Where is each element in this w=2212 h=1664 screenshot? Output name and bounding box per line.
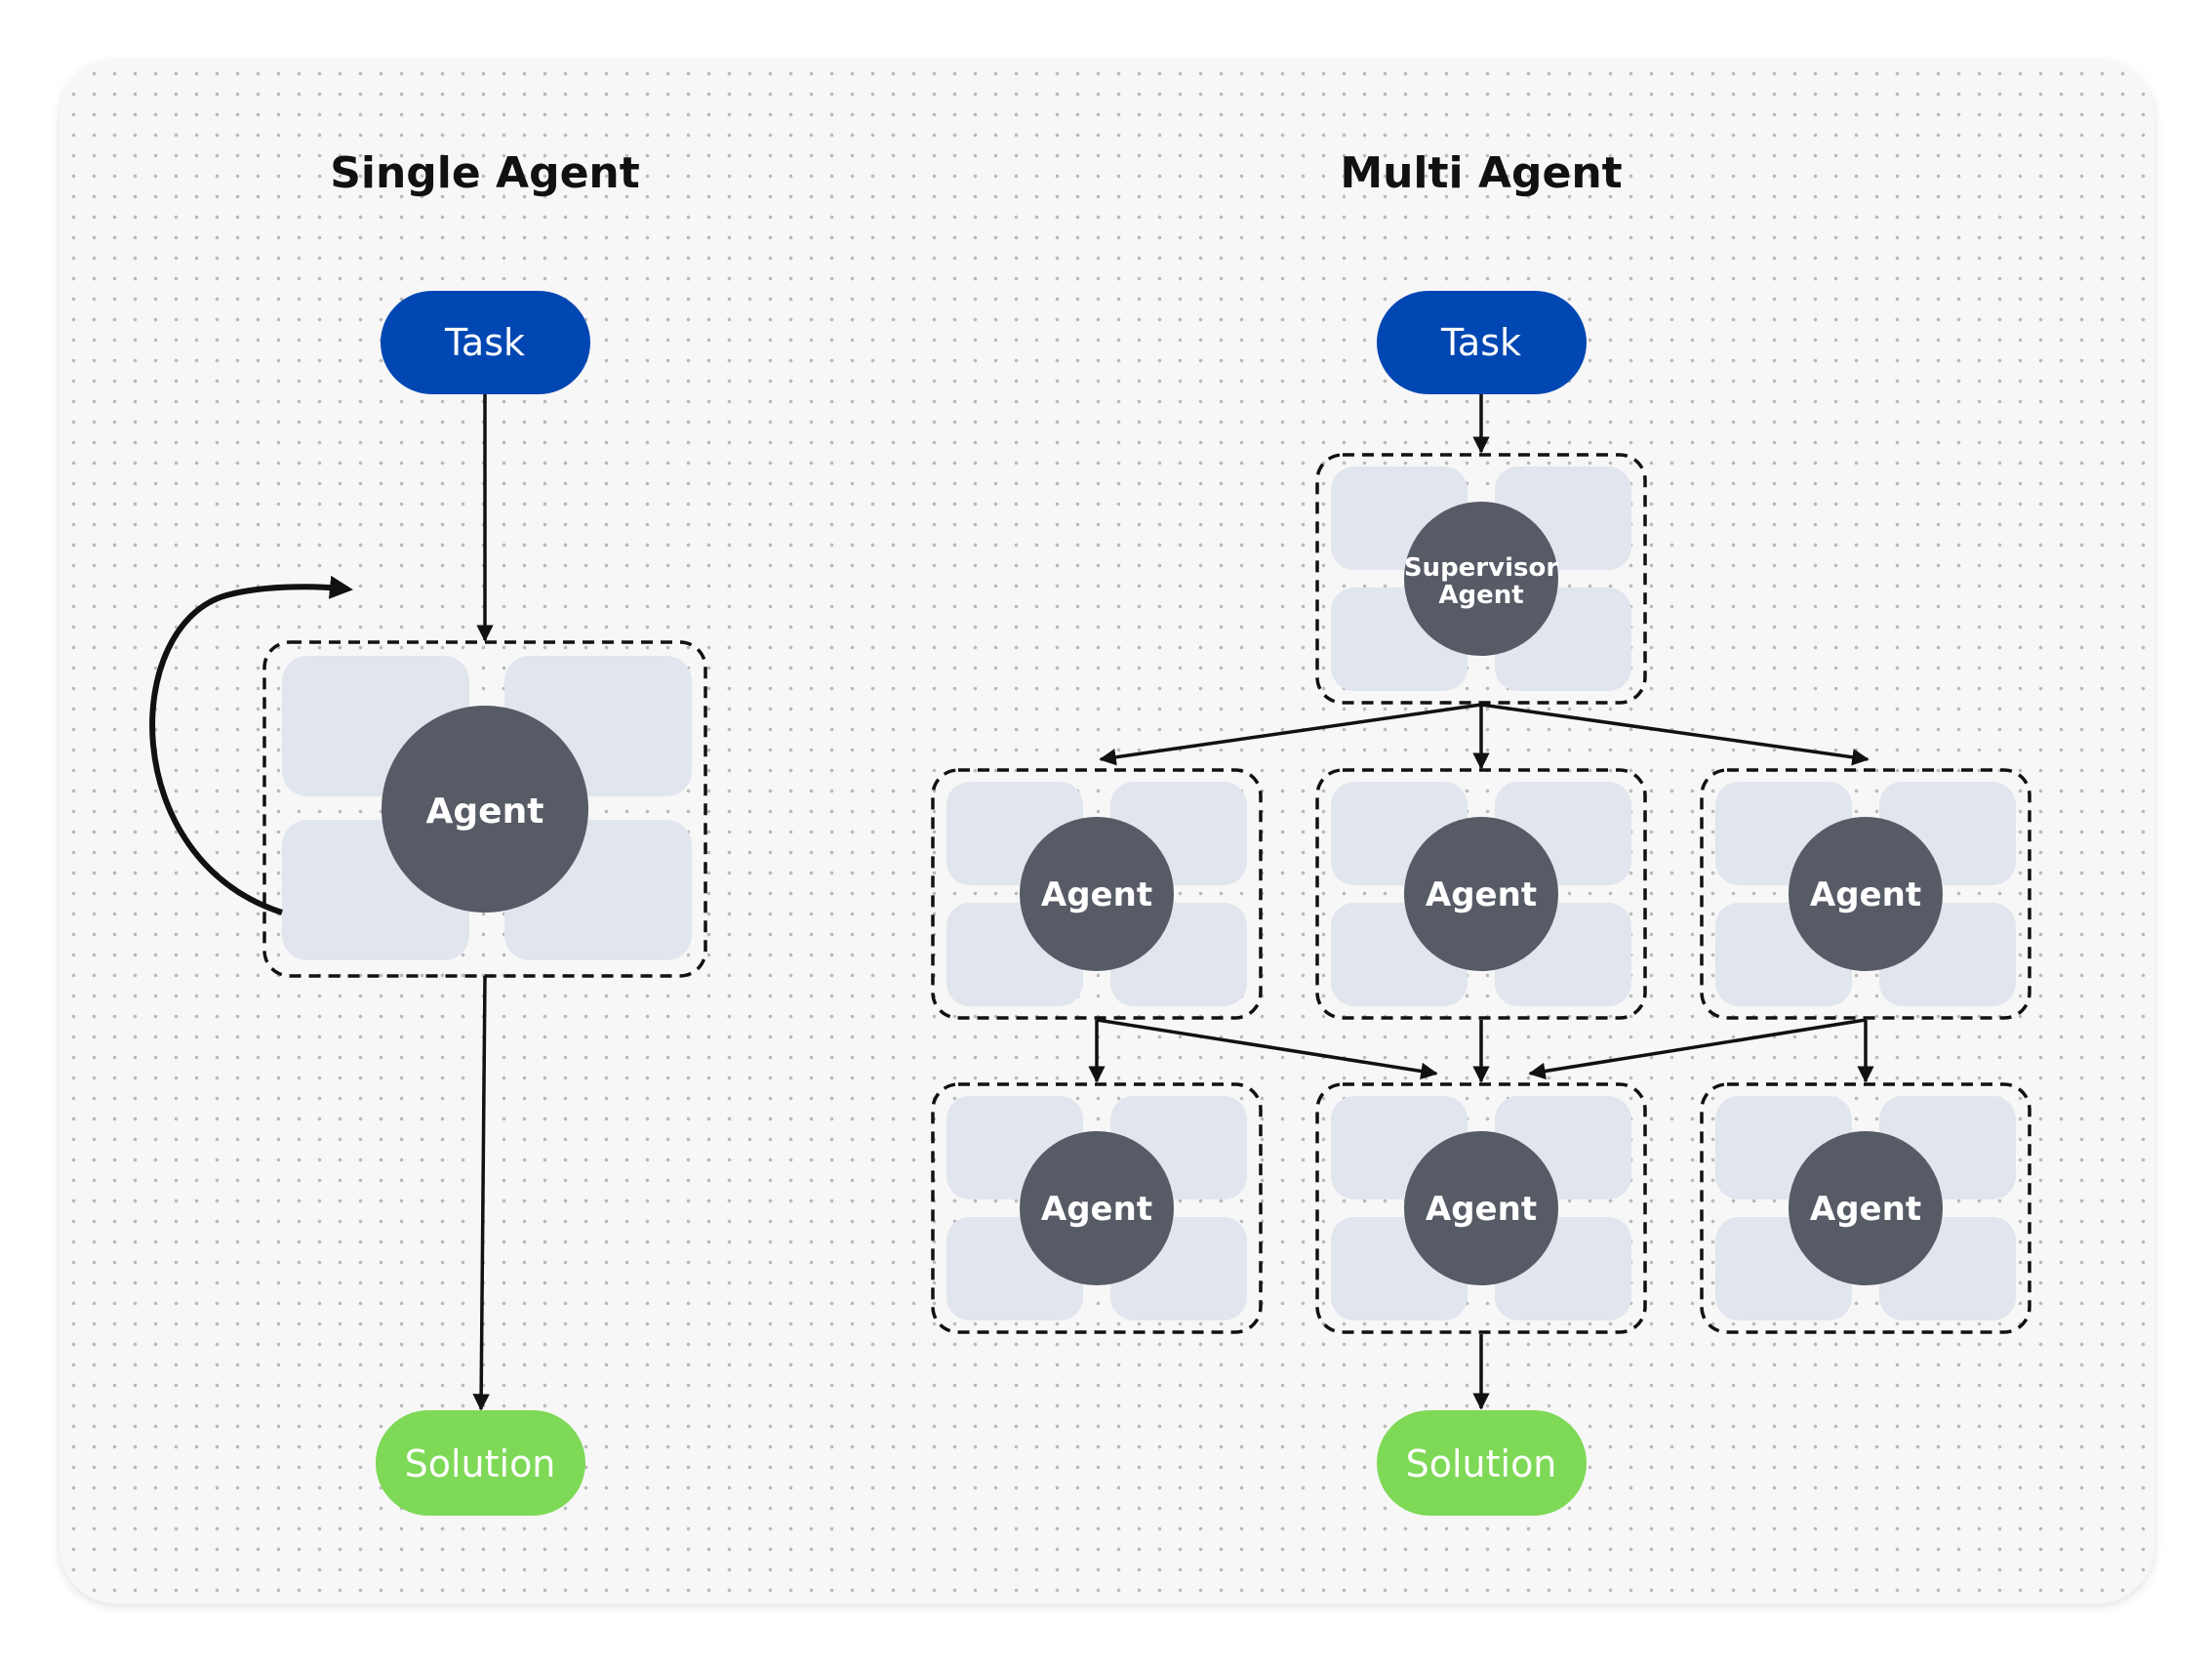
agent-block-r2-2: Agent bbox=[1315, 1082, 1647, 1334]
agent-label-r1-1: Agent bbox=[1041, 875, 1152, 914]
loop-arrow bbox=[149, 575, 353, 915]
multi-task-node: Task bbox=[1377, 291, 1587, 394]
agent-r1-1-to-r2-2-arrow bbox=[1096, 1018, 1438, 1080]
agent-r1-3-to-r2-2-arrow bbox=[1528, 1018, 1867, 1080]
supervisor-circle bbox=[1404, 502, 1558, 656]
multi-solution-node: Solution bbox=[1377, 1410, 1587, 1516]
agent-label-r1-2: Agent bbox=[1426, 875, 1537, 914]
single-solution-label: Solution bbox=[405, 1442, 556, 1485]
multi-solution-label: Solution bbox=[1406, 1442, 1557, 1485]
single-agent-circle bbox=[382, 706, 588, 913]
supervisor-agent-block: Supervisor Agent bbox=[1315, 453, 1647, 705]
agent-label-r2-2: Agent bbox=[1426, 1190, 1537, 1229]
single-agent-label: Agent bbox=[426, 791, 544, 832]
agent-label-r1-3: Agent bbox=[1810, 875, 1921, 914]
agent-block-r2-1: Agent bbox=[931, 1082, 1263, 1334]
supervisor-to-agent-1-arrow bbox=[1099, 703, 1482, 766]
single-agent-title: Single Agent bbox=[330, 148, 640, 198]
single-solution-node: Solution bbox=[376, 1410, 585, 1516]
agent-block-r1-3: Agent bbox=[1700, 768, 2031, 1020]
single-solution-arrow bbox=[472, 975, 490, 1411]
agent-label-r2-3: Agent bbox=[1810, 1190, 1921, 1229]
single-task-node: Task bbox=[381, 291, 590, 394]
single-task-label: Task bbox=[444, 321, 525, 364]
agent-block-r2-3: Agent bbox=[1700, 1082, 2031, 1334]
supervisor-to-agent-3-arrow bbox=[1480, 703, 1870, 766]
agent-block-r1-1: Agent bbox=[931, 768, 1263, 1020]
agent-block-r1-2: Agent bbox=[1315, 768, 1647, 1020]
agent-label-r2-1: Agent bbox=[1041, 1190, 1152, 1229]
multi-agent-title: Multi Agent bbox=[1340, 148, 1622, 198]
supervisor-label-line2: Agent bbox=[1438, 581, 1523, 610]
multi-task-label: Task bbox=[1440, 321, 1521, 364]
single-agent-block: Agent bbox=[262, 640, 707, 978]
supervisor-label-line1: Supervisor bbox=[1404, 553, 1559, 583]
